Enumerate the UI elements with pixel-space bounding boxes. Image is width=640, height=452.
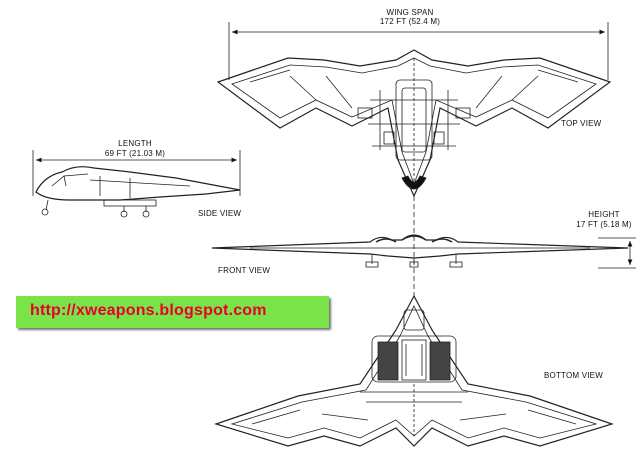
bottom-view-label: BOTTOM VIEW — [544, 371, 603, 380]
wingspan-value: 172 FT (52.4 M) — [379, 17, 441, 26]
front-view-drawing — [211, 234, 629, 268]
wingspan-dimension — [228, 22, 609, 80]
length-dimension — [32, 150, 241, 196]
height-value: 17 FT (5.18 M) — [576, 220, 632, 229]
side-view-drawing — [35, 166, 241, 218]
bottom-view-drawing — [214, 294, 614, 447]
watermark-banner: http://xweapons.blogspot.com — [16, 296, 329, 328]
watermark-url: http://xweapons.blogspot.com — [30, 302, 267, 319]
side-view-label: SIDE VIEW — [198, 209, 242, 218]
wingspan-title: WING SPAN — [386, 8, 434, 17]
height-title: HEIGHT — [588, 210, 620, 219]
length-title: LENGTH — [118, 139, 152, 148]
front-view-label: FRONT VIEW — [218, 266, 271, 275]
top-view-label: TOP VIEW — [561, 119, 602, 128]
length-value: 69 FT (21.03 M) — [104, 149, 166, 158]
top-view-drawing — [216, 49, 612, 198]
height-dimension — [598, 237, 636, 269]
